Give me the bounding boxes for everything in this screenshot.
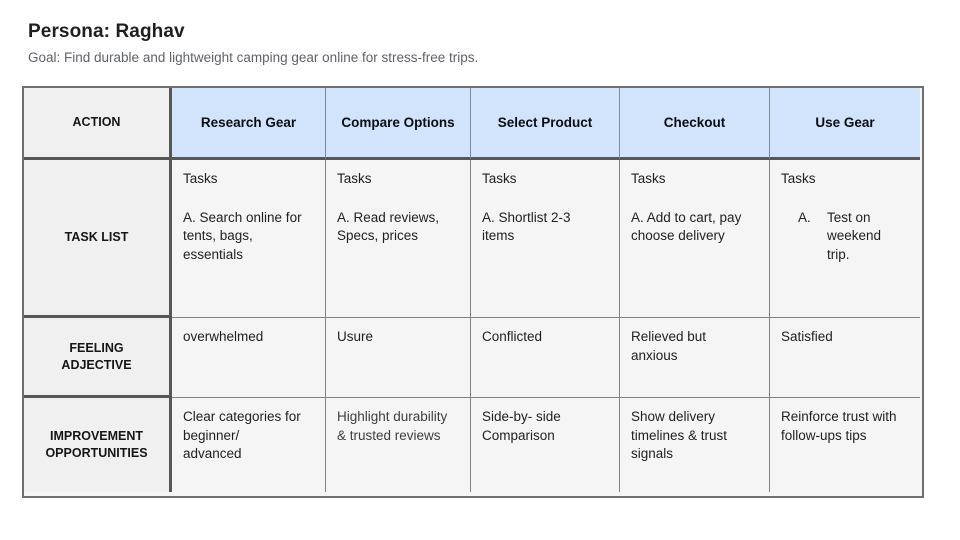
task-item: A. Add to cart, pay choose delivery [631, 209, 742, 244]
feeling-cell-compare-options: Usure [326, 318, 471, 398]
task-cell-use-gear: Tasks A. Test on weekend trip. [770, 160, 920, 318]
column-header-checkout: Checkout [620, 88, 770, 160]
list-item-text: Test on weekend trip. [827, 209, 882, 262]
row-label-improvement-opportunities: IMPROVEMENT OPPORTUNITIES [24, 398, 172, 492]
task-cell-compare-options: Tasks A. Read reviews, Specs, prices [326, 160, 471, 318]
task-item: A. Read reviews, Specs, prices [337, 209, 440, 244]
improvement-cell-select-product: Side-by- side Comparison [471, 398, 620, 492]
tasks-heading: Tasks [337, 171, 372, 186]
tasks-heading: Tasks [482, 171, 517, 186]
title-block: Persona: Raghav Goal: Find durable and l… [28, 21, 478, 65]
feeling-cell-use-gear: Satisfied [770, 318, 920, 398]
tasks-heading: Tasks [631, 171, 666, 186]
task-item: A. Shortlist 2-3 items [482, 209, 571, 244]
improvement-cell-compare-options: Highlight durability & trusted reviews [326, 398, 471, 492]
column-header-select-product: Select Product [471, 88, 620, 160]
feeling-cell-research-gear: overwhelmed [172, 318, 326, 398]
row-label-feeling-adjective: FEELING ADJECTIVE [24, 318, 172, 398]
feeling-cell-checkout: Relieved but anxious [620, 318, 770, 398]
improvement-cell-checkout: Show delivery timelines & trust signals [620, 398, 770, 492]
page-title: Persona: Raghav [28, 21, 185, 42]
improvement-cell-research-gear: Clear categories for beginner/ advanced [172, 398, 326, 492]
column-header-research-gear: Research Gear [172, 88, 326, 160]
goal-subtitle: Goal: Find durable and lightweight campi… [28, 50, 479, 65]
column-header-compare-options: Compare Options [326, 88, 471, 160]
task-cell-checkout: Tasks A. Add to cart, pay choose deliver… [620, 160, 770, 318]
persona-journey-table: ACTION Research Gear Compare Options Sel… [22, 86, 924, 498]
task-item: A. Search online for tents, bags, essent… [183, 209, 302, 262]
action-header-cell: ACTION [24, 88, 172, 160]
list-marker: A. [798, 209, 811, 225]
tasks-heading: Tasks [183, 171, 218, 186]
task-cell-research-gear: Tasks A. Search online for tents, bags, … [172, 160, 326, 318]
task-cell-select-product: Tasks A. Shortlist 2-3 items [471, 160, 620, 318]
improvement-cell-use-gear: Reinforce trust with follow-ups tips [770, 398, 920, 492]
task-list-item: A. Test on weekend trip. [781, 209, 910, 265]
feeling-cell-select-product: Conflicted [471, 318, 620, 398]
tasks-heading: Tasks [781, 171, 816, 186]
column-header-use-gear: Use Gear [770, 88, 920, 160]
row-label-task-list: TASK LIST [24, 160, 172, 318]
